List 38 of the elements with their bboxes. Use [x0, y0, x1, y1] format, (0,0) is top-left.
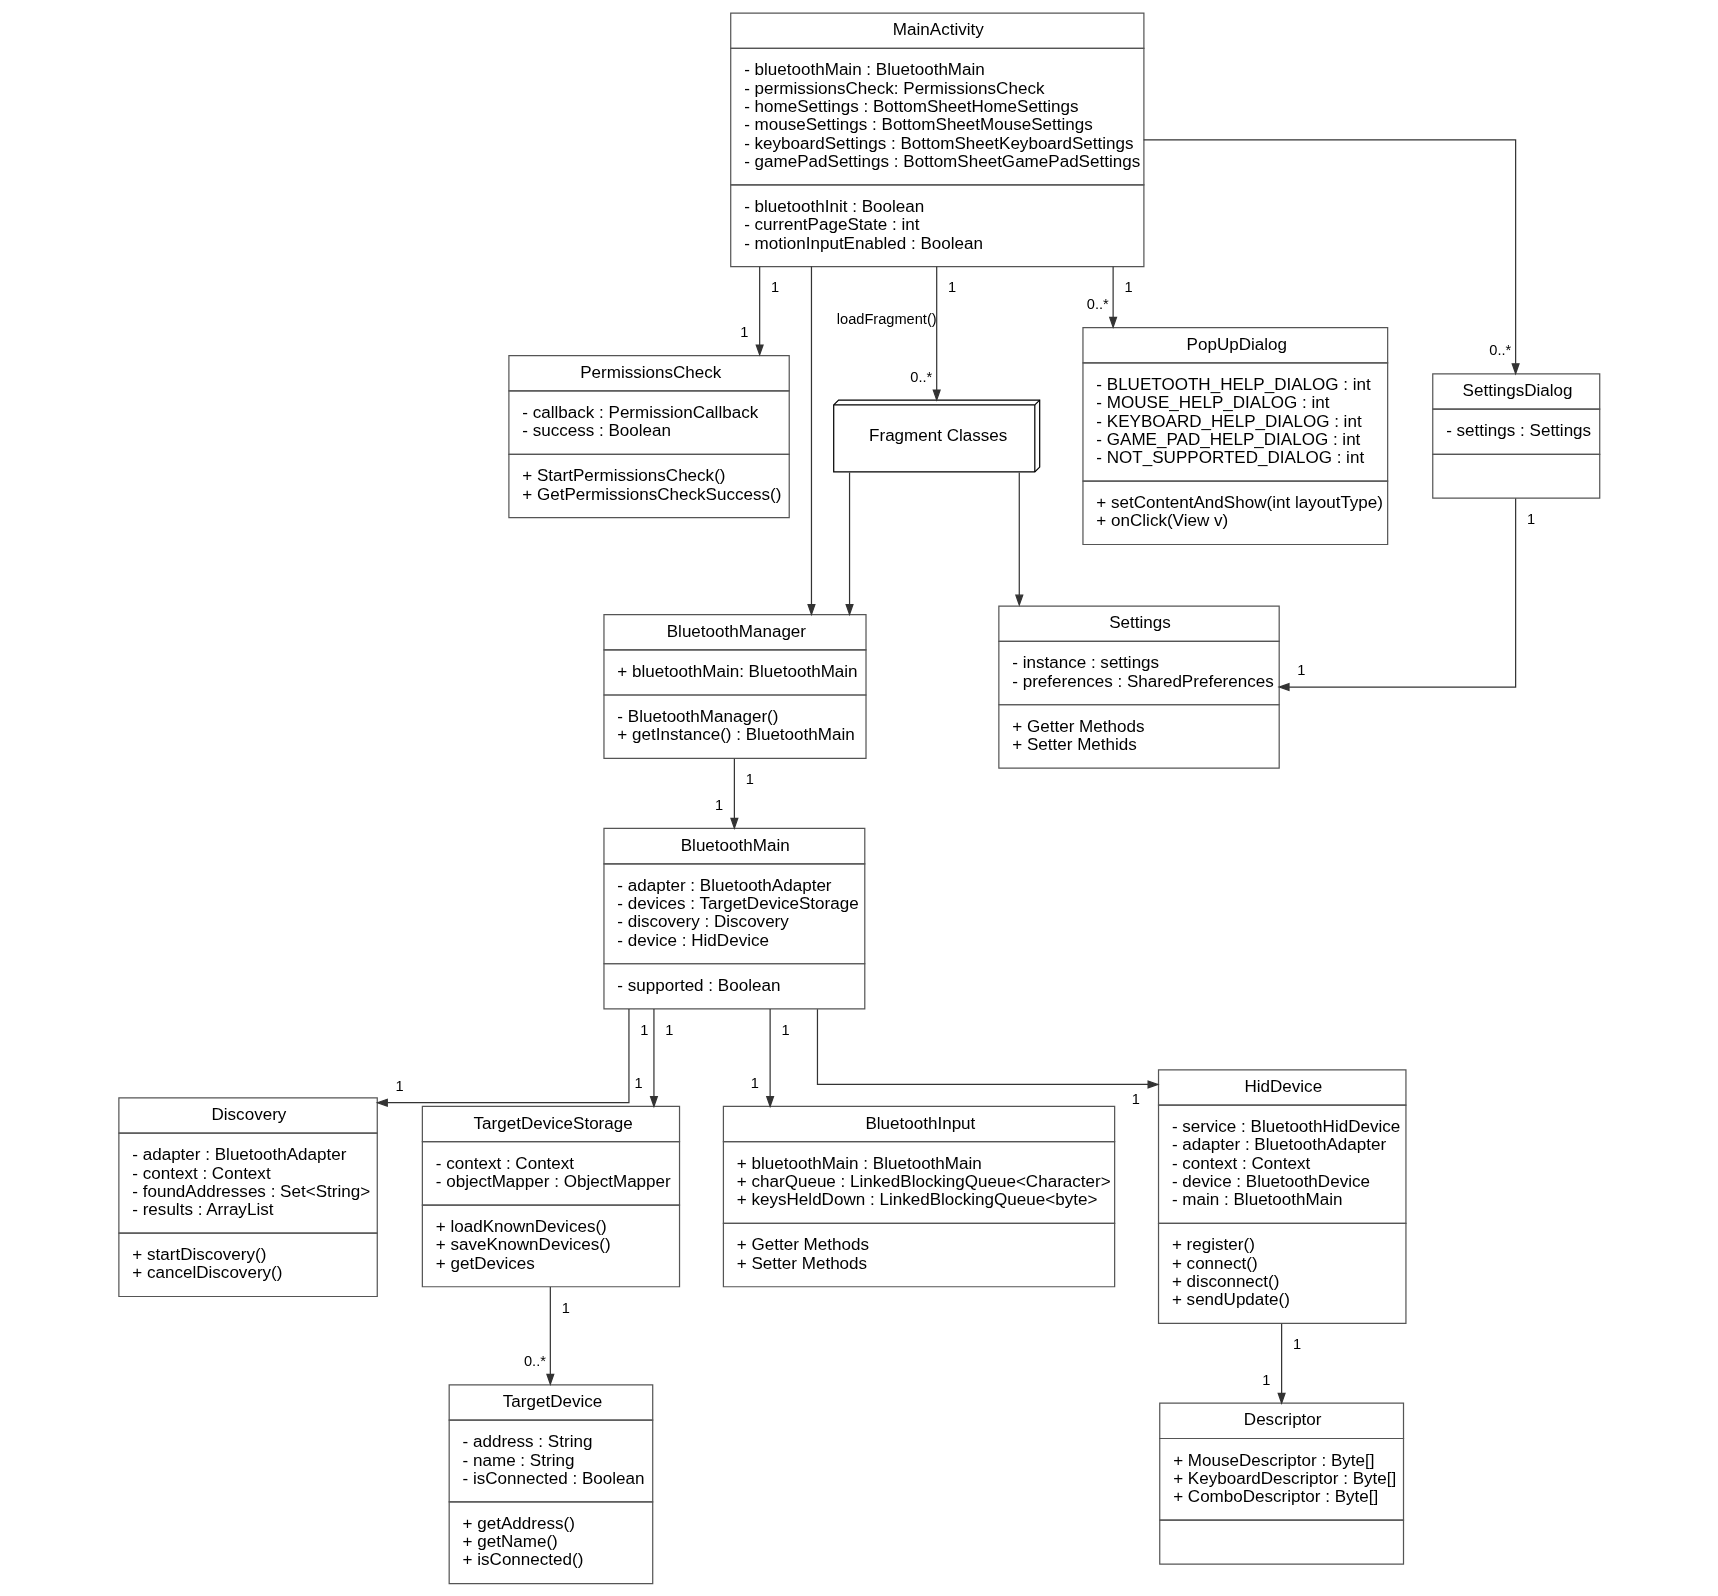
label: 1 — [714, 796, 724, 813]
label: 1 — [745, 771, 754, 788]
label: 1 — [1292, 1336, 1302, 1353]
label: 1 — [781, 1021, 790, 1038]
label: 0..* — [523, 1352, 546, 1369]
label: 1 — [770, 279, 780, 296]
label: 1 — [1131, 1090, 1140, 1107]
label: 1 — [1262, 1371, 1271, 1388]
arrow — [546, 1286, 555, 1386]
arrow — [1277, 497, 1517, 692]
arrow — [1108, 266, 1118, 329]
label: 1 — [634, 1075, 643, 1092]
label: 1 — [750, 1075, 759, 1092]
arrow — [1015, 471, 1024, 607]
arrow — [765, 1008, 775, 1109]
label: 1 — [1526, 511, 1536, 528]
arrow — [1143, 139, 1520, 376]
arrow — [730, 758, 739, 830]
arrow — [1277, 1323, 1286, 1405]
arrow — [649, 1008, 659, 1109]
label: 0..* — [1489, 342, 1512, 359]
edge-label: loadFragment() — [836, 311, 937, 328]
arrow — [932, 266, 941, 402]
label: 1 — [1124, 279, 1133, 296]
label: 0..* — [1086, 295, 1109, 312]
label: 1 — [948, 279, 957, 296]
label: 0..* — [910, 368, 933, 385]
arrow — [807, 266, 816, 617]
label: 1 — [1297, 662, 1306, 679]
label: 1 — [665, 1021, 674, 1038]
arrow — [375, 1008, 630, 1107]
label: 1 — [640, 1021, 649, 1038]
arrow — [755, 266, 764, 357]
arrow — [816, 1008, 1160, 1089]
label: 1 — [740, 323, 749, 340]
label: 1 — [395, 1078, 404, 1095]
label: 1 — [561, 1299, 570, 1316]
arrow — [845, 471, 854, 617]
